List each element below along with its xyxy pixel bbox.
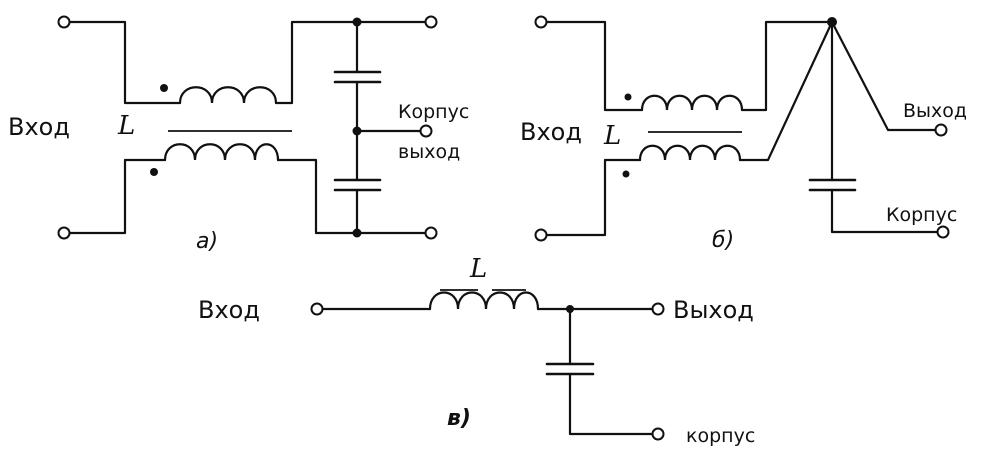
label-b-input: Вход xyxy=(520,118,582,146)
terminal-b-input-top xyxy=(534,15,548,29)
polarity-dot-a-bottom xyxy=(150,168,158,176)
terminal-b-input-bottom xyxy=(534,228,548,242)
diagram-c-single-line-filter: Вход L Выход корпус в) xyxy=(198,254,755,447)
terminal-a-output-bottom xyxy=(424,226,438,240)
wire-a-top-to-node xyxy=(274,20,427,105)
label-b-inductor: L xyxy=(603,121,621,151)
node-a-top xyxy=(352,17,362,27)
polarity-dot-a-top xyxy=(160,84,168,92)
node-a-bottom xyxy=(352,228,362,238)
label-c-output: Выход xyxy=(673,296,754,324)
wire-a-input-bottom xyxy=(68,158,167,235)
wire-a-input-top xyxy=(68,20,182,105)
wire-a-bottom-to-node xyxy=(276,158,427,235)
wire-c-case xyxy=(568,372,654,436)
diagram-b-symmetric-filter: Вход L Выход Корпус б) xyxy=(520,15,967,253)
wire-b-output xyxy=(830,20,937,132)
node-a-mid xyxy=(352,126,362,136)
diagram-a-two-wire-filter: Вход L Корпус выход а) xyxy=(8,15,469,254)
terminal-b-case xyxy=(936,225,950,239)
wire-b-input-top xyxy=(545,20,644,112)
node-b-top xyxy=(827,17,837,27)
terminal-a-input-top xyxy=(57,15,71,29)
terminal-b-output xyxy=(934,123,948,137)
terminal-a-case xyxy=(419,124,433,138)
caption-a: а) xyxy=(196,229,218,254)
wire-b-input-bottom xyxy=(545,158,642,237)
coil-a-bottom xyxy=(163,143,280,162)
coil-b-top xyxy=(640,94,744,112)
terminal-a-output-top xyxy=(424,15,438,29)
caption-c: в) xyxy=(447,406,471,431)
label-b-output: Выход xyxy=(903,100,967,122)
wire-b-case xyxy=(830,188,939,234)
label-a-inductor: L xyxy=(117,111,135,141)
terminal-c-output xyxy=(651,302,665,316)
label-c-inductor: L xyxy=(469,254,487,284)
label-b-case: Корпус xyxy=(886,204,957,226)
wire-b-bottom-to-node xyxy=(738,20,834,162)
label-a-input: Вход xyxy=(8,113,70,141)
polarity-dot-b-bottom xyxy=(622,170,630,178)
terminal-c-case xyxy=(651,427,665,441)
terminal-c-input xyxy=(310,302,324,316)
wire-b-top-to-node xyxy=(740,20,834,112)
coil-b-bottom xyxy=(638,144,742,162)
label-a-case: Корпус xyxy=(398,101,469,123)
coil-a-top xyxy=(178,86,278,105)
polarity-dot-b-top xyxy=(624,93,632,101)
terminal-a-input-bottom xyxy=(57,226,71,240)
caption-b: б) xyxy=(712,228,734,253)
coil-c xyxy=(428,291,540,311)
label-a-output: выход xyxy=(398,141,460,163)
label-c-input: Вход xyxy=(198,296,260,324)
label-c-case: корпус xyxy=(686,425,755,447)
